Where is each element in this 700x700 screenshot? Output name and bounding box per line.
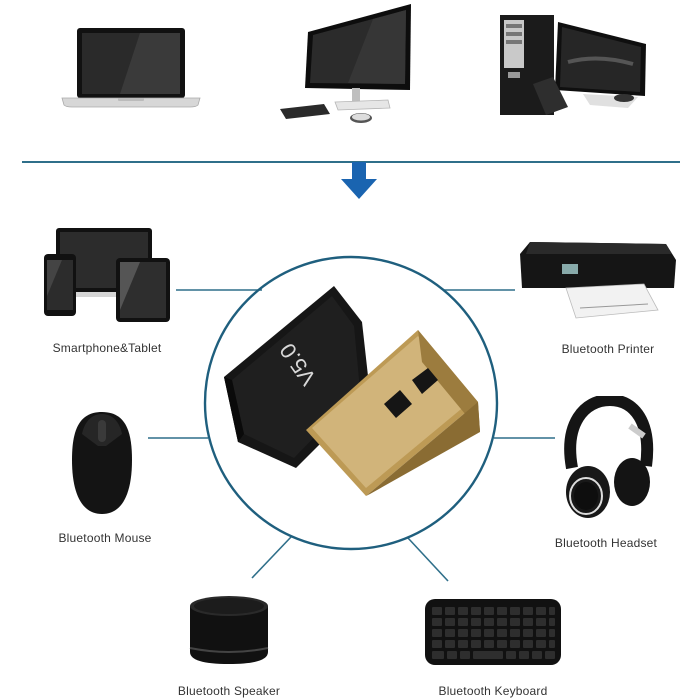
label-bluetooth-mouse: Bluetooth Mouse [58, 531, 152, 545]
laptop-icon [60, 26, 202, 108]
printer-icon [516, 240, 680, 320]
label-bluetooth-keyboard: Bluetooth Keyboard [438, 684, 548, 698]
tower-pc-icon [498, 12, 648, 118]
phone-tablet-icon [42, 226, 172, 322]
keyboard-icon [424, 598, 562, 666]
desktop-icon [278, 2, 414, 124]
usb-dongle-icon: V5.0 [222, 282, 486, 498]
speaker-icon [186, 594, 272, 666]
headset-icon [560, 396, 654, 520]
label-bluetooth-printer: Bluetooth Printer [561, 342, 655, 356]
label-bluetooth-headset: Bluetooth Headset [554, 536, 658, 550]
arrow-down-icon [339, 162, 379, 200]
mouse-icon [70, 410, 134, 516]
divider-line [22, 161, 680, 163]
label-smartphone-tablet: Smartphone&Tablet [52, 341, 162, 355]
label-bluetooth-speaker: Bluetooth Speaker [177, 684, 281, 698]
